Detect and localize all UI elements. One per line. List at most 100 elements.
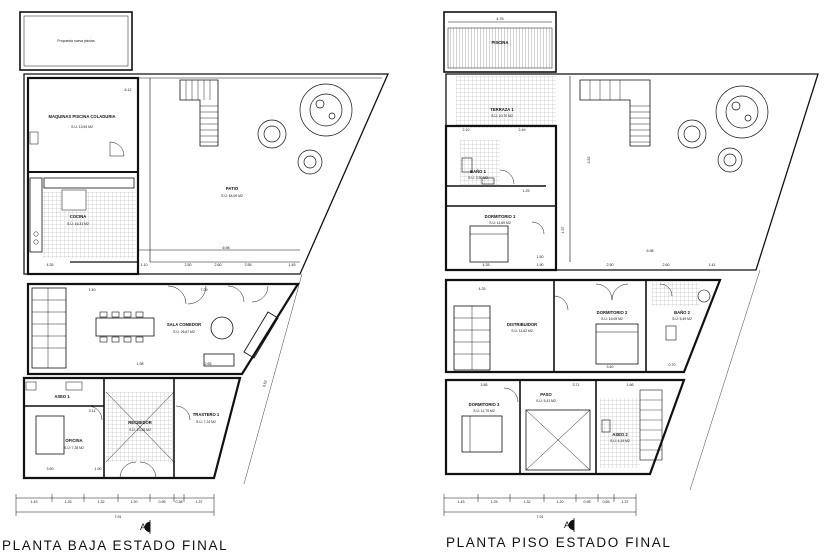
dim-misc: 1.40 (89, 288, 96, 292)
room-label-dorm3: DORMITORIO 3 (469, 402, 500, 407)
room-label-terraza: TERRAZA 1 (490, 107, 514, 112)
dim-bottom: 1.37 (622, 500, 629, 504)
dim-top: 4.76 (497, 17, 504, 21)
tree-icons (257, 83, 353, 175)
room-label-recibidor: RECIBIDOR (128, 420, 152, 425)
section-mark-right: A (564, 520, 571, 530)
lot-boundary (23, 73, 389, 275)
room-label-piscina: PISCINA (492, 40, 509, 45)
dim-misc: 3.52 (587, 157, 591, 164)
dim-total: 7.91 (537, 515, 544, 519)
dim-bottom: 0.95 (584, 500, 591, 504)
dim-bottom: 0.65 (603, 500, 610, 504)
room-area-bano1: S.Ú: 3,90 M2 (468, 175, 488, 180)
room-label-aseo: ASEO 1 (54, 394, 70, 399)
dim-mid: 4.35 (483, 263, 490, 267)
dim-bottom: 1.25 (65, 500, 72, 504)
dim-bottom: 1.25 (491, 500, 498, 504)
dim-misc: 3.85 (481, 383, 488, 387)
planta-baja-labels: MAQUINAS PISCINA COLADURIA S.Ú: 13,94 M2… (31, 88, 296, 519)
room-label-pool-proposal: Propuesta nueva piscina (57, 39, 94, 43)
dim-mid: 2.50 (607, 263, 614, 267)
dim-misc: 7.29 (201, 288, 208, 292)
section-mark-left: A (140, 522, 147, 532)
dim-misc: 4.25 (479, 287, 486, 291)
dim-misc: 1.25 (523, 189, 530, 193)
dim-mid: 1.90 (537, 263, 544, 267)
dim-misc: 2.65 (205, 362, 212, 366)
room-label-sala: SALA COMEDOR (167, 322, 201, 327)
pool-proposal-outline (19, 11, 133, 71)
dim-mid: 2.50 (185, 263, 192, 267)
room-label-paso: PASO (540, 392, 552, 397)
room-area-dorm1: S.Ú: 11,69 M2 (489, 220, 511, 225)
dim-bottom: 0.38 (176, 500, 183, 504)
dim-misc: 2.10 (463, 128, 470, 132)
dim-bottom: 1.20 (131, 500, 138, 504)
room-area-oficina: S.Ú: 7,28 M2 (64, 445, 84, 450)
dim-misc: 3.71 (573, 383, 580, 387)
room-area-patio: S.Ú: 64,05 M2 (221, 193, 243, 198)
dim-misc: 4.57 (561, 227, 565, 234)
planta-piso-plan (443, 11, 819, 516)
dim-misc: 3.52 (262, 380, 268, 388)
dim-mid: 1.45 (289, 263, 296, 267)
room-area-distribuidor: S.Ú: 11,62 M2 (511, 328, 533, 333)
dim-long: 6.98 (647, 249, 654, 253)
dim-bottom: 1.32 (524, 500, 531, 504)
building-walls (26, 76, 140, 276)
room-label-bano1: BAÑO 1 (470, 169, 486, 174)
room-area-aseo2: S.Ú: 4,19 M2 (610, 438, 630, 443)
dim-bottom: 1.32 (98, 500, 105, 504)
dim-mid: 4.35 (47, 263, 54, 267)
room-area-bano2: S.Ú: 5,49 M2 (672, 316, 692, 321)
room-label-dorm2: DORMITORIO 2 (597, 310, 628, 315)
dim-misc: 0.70 (669, 363, 676, 367)
room-label-patio: PATIO (226, 186, 239, 191)
dim-mid: 2.55 (245, 263, 252, 267)
planta-piso-labels: PISCINA TERRAZA 1 S.Ú: 10,70 M2 BAÑO 1 S… (458, 17, 716, 519)
room-area-paso: S.Ú: 5,41 M2 (536, 398, 556, 403)
dim-long: 6.98 (223, 246, 230, 250)
pool-outline (443, 11, 557, 73)
dim-misc: 3.40 (607, 365, 614, 369)
dim-total: 7.91 (115, 515, 122, 519)
room-label-distribuidor: DISTRIBUIDOR (507, 322, 537, 327)
dim-mid: 2.60 (663, 263, 670, 267)
plan-title-planta-baja: PLANTA BAJA ESTADO FINAL (2, 538, 229, 553)
dim-misc: 3.90 (47, 467, 54, 471)
dim-misc: 1.90 (95, 467, 102, 471)
dim-bottom: 1.37 (196, 500, 203, 504)
room-area-maquinas: S.Ú: 13,94 M2 (71, 124, 93, 129)
room-area-recibidor: S.Ú: 10,46 M2 (129, 427, 151, 432)
room-label-maquinas: MAQUINAS PISCINA COLADURIA (48, 114, 115, 119)
room-area-terraza: S.Ú: 10,70 M2 (491, 113, 513, 118)
dim-misc: 2.49 (519, 128, 526, 132)
dim-mid: 2.60 (215, 263, 222, 267)
room-area-trastero: S.Ú: 7,24 M2 (196, 419, 216, 424)
room-area-cocina: S.Ú: 16,31 M2 (67, 221, 89, 226)
dim-misc: 1.98 (137, 362, 144, 366)
room-label-bano2: BAÑO 2 (674, 310, 690, 315)
dim-bottom: 1.43 (31, 500, 38, 504)
room-area-dorm2: S.Ú: 16,05 M2 (601, 316, 623, 321)
room-label-dorm1: DORMITORIO 1 (485, 214, 516, 219)
dim-bottom: 0.95 (159, 500, 166, 504)
room-label-cocina: COCINA (70, 214, 87, 219)
dim-mid: 1.10 (141, 263, 148, 267)
planta-baja-plan: Propuesta nueva piscina (15, 11, 389, 516)
dim-misc: 1.66 (627, 383, 634, 387)
room-area-sala: S.Ú: 26,67 M2 (173, 329, 195, 334)
dim-bottom: 1.43 (458, 500, 465, 504)
dim-top: 6.12 (125, 88, 132, 92)
room-label-aseo2: ASEO 2 (612, 432, 628, 437)
dim-misc: 1.50 (537, 255, 544, 259)
dim-bottom: 1.20 (557, 500, 564, 504)
dim-mid: 1.41 (709, 263, 716, 267)
room-area-dorm3: S.Ú: 11,79 M2 (473, 408, 495, 413)
room-label-oficina: OFICINA (65, 438, 82, 443)
dim-misc: 3.11 (89, 409, 96, 413)
section-mark-icons (144, 518, 575, 534)
plan-title-planta-piso: PLANTA PISO ESTADO FINAL (446, 535, 672, 550)
